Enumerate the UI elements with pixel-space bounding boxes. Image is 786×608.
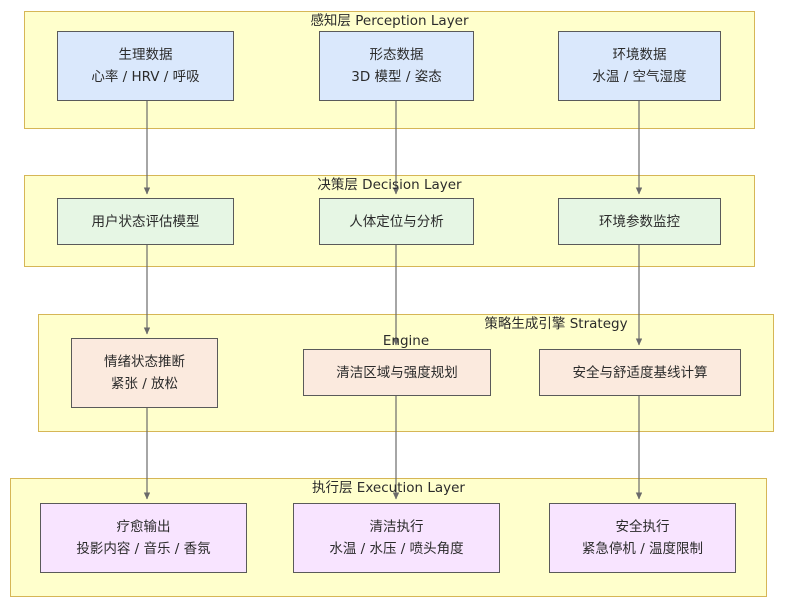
node-safety-exec-line1: 安全执行 [615, 519, 670, 535]
node-environment-data[interactable]: 环境数据 水温 / 空气湿度 [558, 31, 721, 101]
node-healing-output-line2: 投影内容 / 音乐 / 香氛 [76, 541, 211, 557]
layer-execution-title: 执行层 Execution Layer [312, 480, 465, 496]
node-safety-exec[interactable]: 安全执行 紧急停机 / 温度限制 [549, 503, 736, 573]
layer-strategy-title-line2: Engine [382, 333, 430, 349]
node-safety-exec-line2: 紧急停机 / 温度限制 [581, 541, 704, 557]
node-morphology-data-line1: 形态数据 [369, 47, 424, 63]
node-morphology-data-line2: 3D 模型 / 姿态 [351, 69, 442, 85]
node-environment-monitoring[interactable]: 环境参数监控 [558, 198, 721, 245]
layer-decision-title: 决策层 Decision Layer [317, 177, 462, 193]
node-cleaning-plan-line1: 清洁区域与强度规划 [336, 364, 458, 381]
node-morphology-data[interactable]: 形态数据 3D 模型 / 姿态 [319, 31, 474, 101]
node-environment-data-line2: 水温 / 空气湿度 [592, 69, 687, 85]
node-cleaning-exec-line1: 清洁执行 [369, 519, 424, 535]
node-safety-comfort-base[interactable]: 安全与舒适度基线计算 [539, 349, 741, 396]
node-emotion-inference[interactable]: 情绪状态推断 紧张 / 放松 [71, 338, 218, 408]
node-cleaning-exec-line2: 水温 / 水压 / 喷头角度 [329, 541, 464, 557]
node-body-localization-line1: 人体定位与分析 [349, 213, 444, 230]
node-user-state-model-line1: 用户状态评估模型 [91, 213, 200, 230]
node-emotion-inference-line1: 情绪状态推断 [104, 354, 185, 370]
node-body-localization[interactable]: 人体定位与分析 [319, 198, 474, 245]
layer-strategy-title-line1: 策略生成引擎 Strategy [484, 316, 628, 332]
node-healing-output-line1: 疗愈输出 [116, 519, 171, 535]
node-cleaning-plan[interactable]: 清洁区域与强度规划 [303, 349, 491, 396]
node-physiological-data[interactable]: 生理数据 心率 / HRV / 呼吸 [57, 31, 234, 101]
node-user-state-model[interactable]: 用户状态评估模型 [57, 198, 234, 245]
node-emotion-inference-line2: 紧张 / 放松 [110, 376, 179, 392]
node-environment-data-line1: 环境数据 [612, 47, 667, 63]
node-physiological-data-line1: 生理数据 [118, 47, 173, 63]
node-safety-comfort-base-line1: 安全与舒适度基线计算 [572, 364, 708, 381]
node-physiological-data-line2: 心率 / HRV / 呼吸 [91, 69, 200, 85]
node-cleaning-exec[interactable]: 清洁执行 水温 / 水压 / 喷头角度 [293, 503, 500, 573]
node-environment-monitoring-line1: 环境参数监控 [599, 213, 680, 230]
node-healing-output[interactable]: 疗愈输出 投影内容 / 音乐 / 香氛 [40, 503, 247, 573]
layer-perception-title: 感知层 Perception Layer [310, 13, 469, 29]
